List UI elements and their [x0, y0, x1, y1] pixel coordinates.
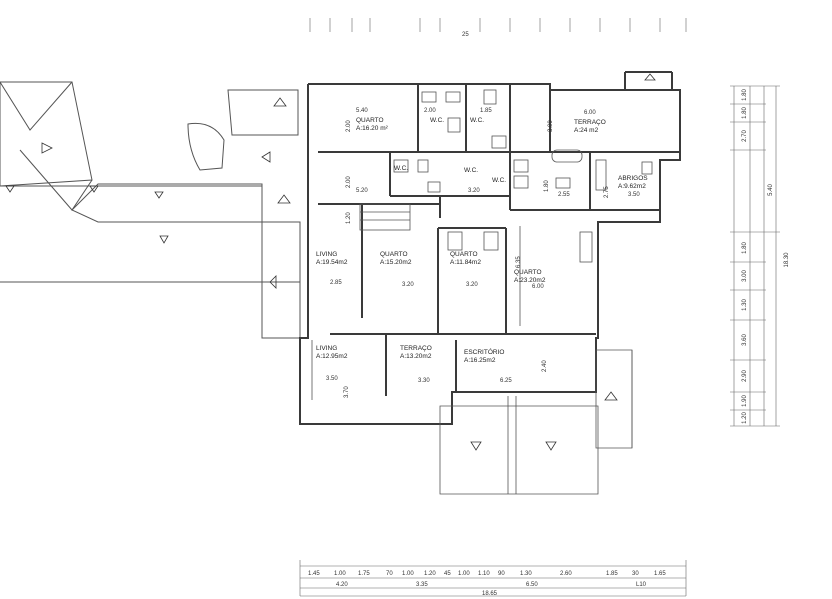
dim-120a: 1.20 [346, 212, 352, 224]
dim-240: 2.40 [542, 360, 548, 372]
bottom-dim-label: 4.20 [336, 582, 348, 588]
right-dim-label: 1.80 [742, 107, 748, 119]
room-living-1-name: LIVING [316, 251, 337, 258]
bottom-dim-label: 3.35 [416, 582, 428, 588]
top-tick-marks [309, 18, 687, 32]
room-wc-3-name: W.C. [394, 165, 408, 172]
room-terraco-1-name: TERRAÇO [574, 119, 606, 126]
dim-275: 2.75 [604, 186, 610, 198]
right-dim-label: 1.30 [742, 299, 748, 311]
dim-350a: 3.50 [628, 192, 640, 198]
bottom-dim-label: 18.65 [482, 591, 498, 597]
room-wc-5-name: W.C. [492, 177, 506, 184]
room-quarto-4-name: QUARTO [514, 269, 542, 276]
room-abrigos-area: A:9.62m2 [618, 183, 646, 190]
right-dim-label: 18.30 [784, 252, 790, 268]
bottom-dim-label: 1.65 [654, 571, 666, 577]
bottom-dim-label: 30 [632, 571, 639, 577]
dim-255: 2.55 [558, 192, 570, 198]
dim-200b: 2.00 [346, 120, 352, 132]
dim-185: 1.85 [480, 108, 492, 114]
dim-600b: 6.00 [532, 284, 544, 290]
dim-180: 1.80 [544, 180, 550, 192]
right-dim-label: 2.70 [742, 130, 748, 142]
room-escritorio-area: A:16.25m2 [464, 357, 496, 364]
right-dim-label: 1.80 [742, 242, 748, 254]
dim-540: 5.40 [356, 108, 368, 114]
roof-arrows-left [5, 97, 291, 289]
building-outline [299, 71, 681, 425]
right-dim-label: 3.00 [742, 270, 748, 282]
room-quarto-3-area: A:11.84m2 [450, 259, 481, 266]
room-living-2-name: LIVING [316, 345, 337, 352]
right-dimension-labels: 1.80 1.80 2.70 5.40 1.80 3.00 1.30 3.60 2.90 1.90… [742, 89, 790, 424]
right-dim-label: 3.60 [742, 334, 748, 346]
dim-520: 5.20 [356, 188, 368, 194]
bottom-dimension-lines [299, 560, 687, 597]
dim-285: 2.85 [330, 280, 342, 286]
room-abrigos-name: ABRIGOS [618, 175, 648, 182]
bottom-dim-label: L10 [636, 582, 647, 588]
room-terraco-1-area: A:24 m2 [574, 127, 599, 134]
room-quarto-2-name: QUARTO [380, 251, 408, 258]
right-dim-label: 1.80 [742, 89, 748, 101]
bottom-dim-label: 1.10 [478, 571, 490, 577]
dim-330: 3.30 [418, 378, 430, 384]
dim-320a: 3.20 [468, 188, 480, 194]
bottom-dim-label: 6.50 [526, 582, 538, 588]
bottom-dim-label: 1.20 [424, 571, 436, 577]
bottom-dim-label: 1.00 [458, 571, 470, 577]
dim-300: 3.00 [548, 120, 554, 132]
dim-600a: 6.00 [584, 110, 596, 116]
dim-635: 6.35 [516, 256, 522, 268]
room-quarto-4-area: A:23.20m2 [514, 277, 546, 284]
dim-370: 3.70 [344, 386, 350, 398]
dim-625: 6.25 [500, 378, 512, 384]
fixtures [311, 89, 653, 495]
room-terraco-2-name: TERRAÇO [400, 345, 432, 352]
right-dim-label: 1.20 [742, 412, 748, 424]
bottom-dim-label: 70 [386, 571, 393, 577]
bottom-dim-label: 1.00 [334, 571, 346, 577]
right-dim-label: 2.90 [742, 370, 748, 382]
left-roof-structure [0, 81, 301, 339]
room-living-1-area: A:19.54m2 [316, 259, 348, 266]
room-escritorio-name: ESCRITÓRIO [464, 347, 504, 356]
right-dim-label: 5.40 [768, 184, 774, 196]
interior-walls [318, 84, 680, 396]
bottom-dim-label: 1.85 [606, 571, 618, 577]
room-wc-4-name: W.C. [464, 167, 478, 174]
room-quarto-1-area: A:16.20 m² [356, 125, 389, 132]
bottom-dim-label: 1.45 [308, 571, 320, 577]
room-terraco-2-area: A:13.20m2 [400, 353, 432, 360]
room-quarto-2-area: A:15.20m2 [380, 259, 412, 266]
bottom-dimension-labels: 1.45 1.00 1.75 70 1.00 1.20 45 1.00 1.10 90 1.30 2.… [308, 571, 666, 597]
room-quarto-1-name: QUARTO [356, 117, 384, 124]
right-dim-label: 1.90 [742, 395, 748, 407]
floor-arrows [470, 73, 656, 451]
dim-350b: 3.50 [326, 376, 338, 382]
dim-320b: 3.20 [402, 282, 414, 288]
right-dimension-column [730, 85, 780, 427]
bottom-dim-label: 2.60 [560, 571, 572, 577]
bottom-dim-label: 45 [444, 571, 451, 577]
room-wc-1-name: W.C. [430, 117, 444, 124]
bottom-dim-label: 1.75 [358, 571, 370, 577]
room-quarto-3-name: QUARTO [450, 251, 478, 258]
top-dim-25: 25 [462, 32, 469, 38]
dim-200a: 2.00 [424, 108, 436, 114]
room-wc-2-name: W.C. [470, 117, 484, 124]
dim-320c: 3.20 [466, 282, 478, 288]
bottom-dim-label: 1.30 [520, 571, 532, 577]
bottom-dim-label: 1.00 [402, 571, 414, 577]
room-living-2-area: A:12.95m2 [316, 353, 348, 360]
dim-200c: 2.00 [346, 176, 352, 188]
bottom-dim-label: 90 [498, 571, 505, 577]
